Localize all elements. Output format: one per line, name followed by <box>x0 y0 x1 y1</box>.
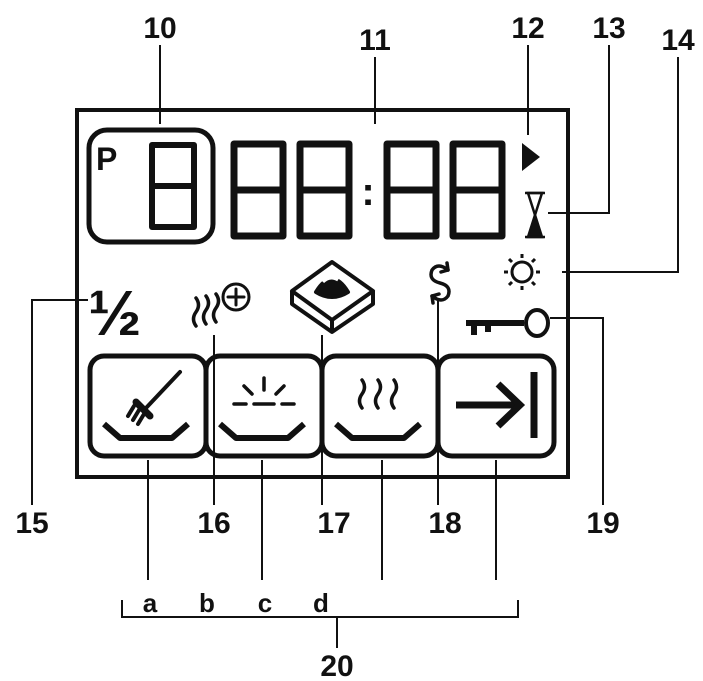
program-letter: P <box>96 141 117 177</box>
callout-17: 17 <box>317 507 350 540</box>
steam-icon <box>357 378 399 410</box>
digit-4 <box>449 140 506 240</box>
label-a: a <box>143 588 158 618</box>
steam-tray-icon <box>334 421 422 441</box>
sun-icon <box>504 254 540 290</box>
bracket-20 <box>121 600 519 618</box>
callout-20: 20 <box>320 650 353 681</box>
key-icon <box>466 308 550 338</box>
digit-3 <box>383 140 440 240</box>
detergent-tablet-icon <box>290 260 375 334</box>
regeneration-icon <box>429 261 451 305</box>
label-b: b <box>199 588 215 618</box>
callout-10: 10 <box>143 12 176 45</box>
play-triangle-icon <box>522 143 540 171</box>
label-c: c <box>258 588 272 618</box>
leader-13 <box>548 45 610 214</box>
leader-14 <box>562 57 679 273</box>
half-label: ½ <box>88 277 141 349</box>
callout-13: 13 <box>592 12 625 45</box>
leader-19 <box>550 317 604 505</box>
rinse-aid-button[interactable] <box>203 353 325 459</box>
label-d: d <box>313 588 329 618</box>
callout-18: 18 <box>428 507 461 540</box>
digit-2 <box>296 140 353 240</box>
leader-lines <box>31 45 679 648</box>
time-colon: : <box>361 170 374 214</box>
pre-wash-button[interactable] <box>87 353 209 459</box>
half-load-icon: ½ <box>88 277 141 349</box>
brush-tray-icon <box>102 421 190 441</box>
program-box <box>86 127 216 245</box>
sparkle-tray-icon <box>218 421 306 441</box>
callout-19: 19 <box>586 507 619 540</box>
brush-icon <box>126 370 182 426</box>
callout-16: 16 <box>197 507 230 540</box>
program-buttons-row <box>87 353 557 459</box>
drying-button[interactable] <box>319 353 441 459</box>
callout-14: 14 <box>661 24 695 57</box>
end-button[interactable] <box>435 353 557 459</box>
arrow-to-bar-icon <box>456 372 538 438</box>
time-digits <box>230 140 506 240</box>
callout-15: 15 <box>15 507 48 540</box>
leader-15 <box>31 299 88 505</box>
callout-12: 12 <box>511 12 544 45</box>
callout-11: 11 <box>359 24 391 57</box>
program-digit <box>149 142 197 230</box>
hourglass-icon <box>525 191 545 239</box>
digit-1 <box>230 140 287 240</box>
steam-plus-icon <box>191 282 251 328</box>
sparkle-icon <box>232 376 296 406</box>
